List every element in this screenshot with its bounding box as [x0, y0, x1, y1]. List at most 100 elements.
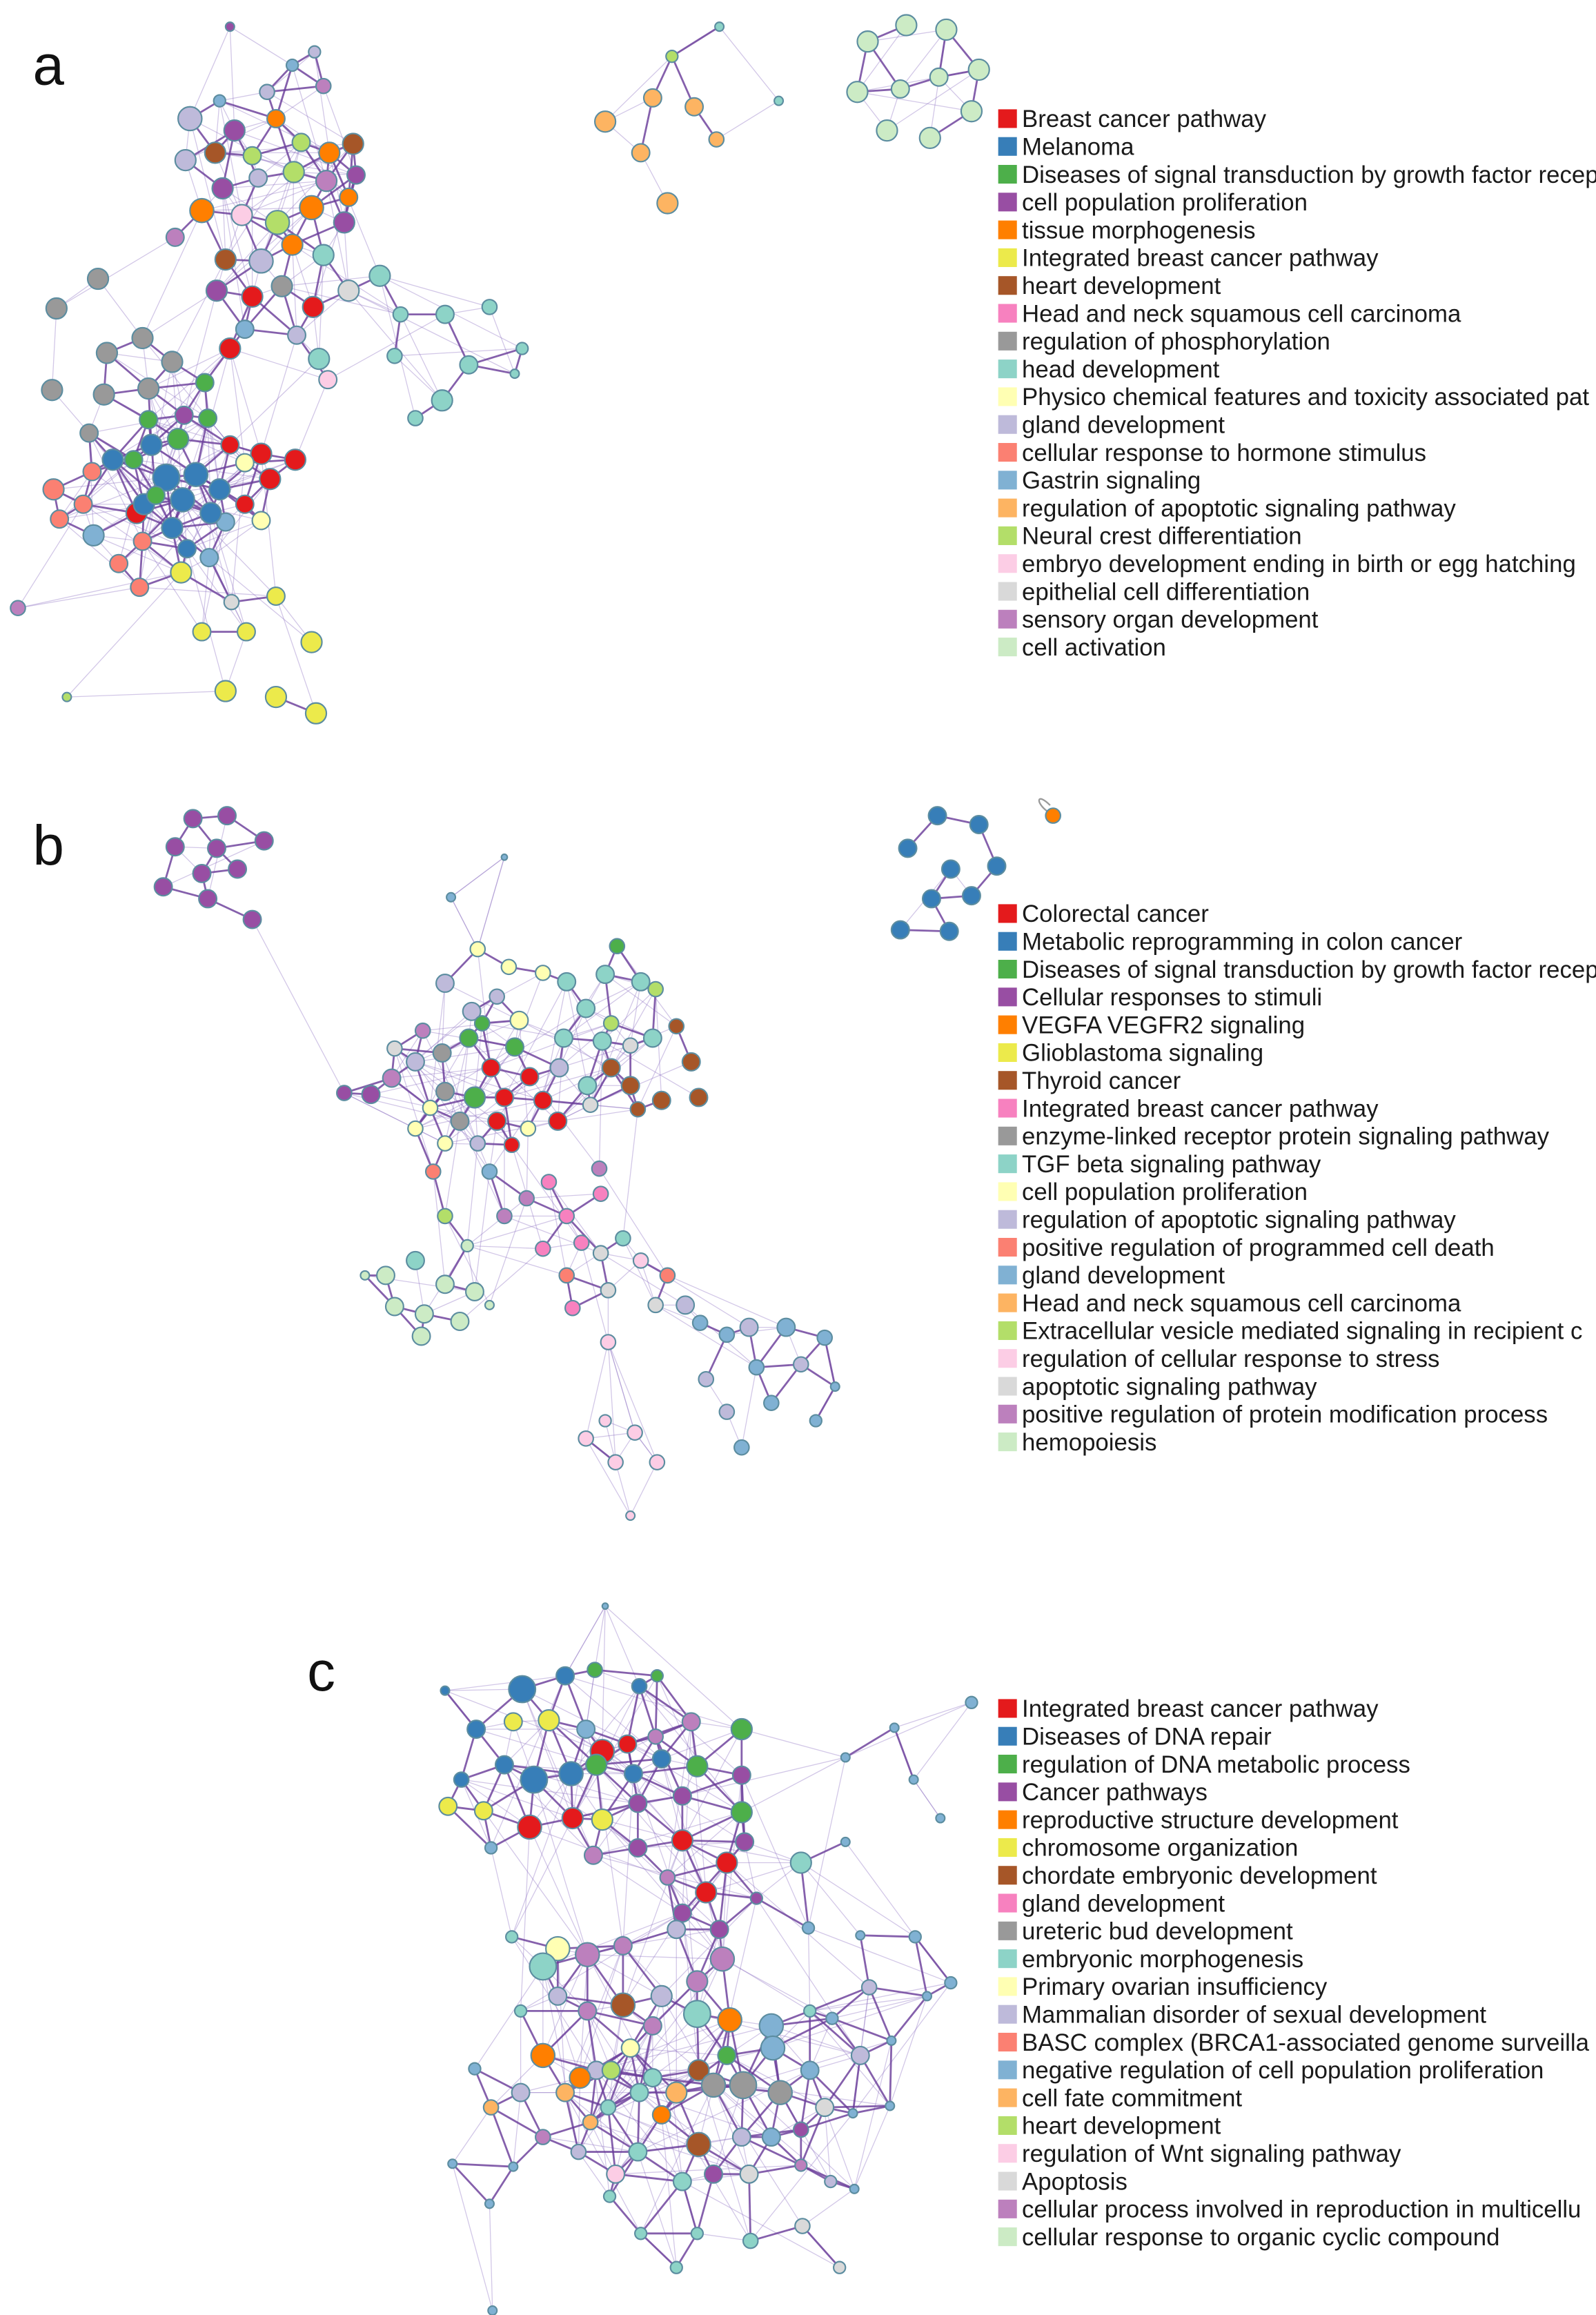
network-node: [304, 702, 328, 725]
network-node: [466, 1720, 486, 1740]
network-node: [165, 837, 185, 857]
network-node: [473, 1015, 491, 1032]
legend-item: Melanoma: [998, 133, 1134, 160]
legend-swatch: [998, 960, 1017, 979]
network-node: [717, 2007, 742, 2033]
network-edge: [461, 1779, 638, 1804]
network-edge: [442, 983, 446, 1054]
network-node: [10, 600, 26, 617]
legend-label: gland development: [1022, 1262, 1225, 1289]
network-edge: [564, 1675, 662, 1760]
network-node: [520, 1765, 549, 1794]
network-node: [939, 921, 959, 941]
network-edge: [415, 1011, 473, 1063]
network-node: [576, 998, 596, 1018]
network-edge: [542, 1954, 588, 2056]
network-node: [535, 1240, 551, 1257]
network-edge: [697, 2233, 751, 2242]
network-node: [469, 1135, 486, 1152]
network-node: [132, 531, 152, 551]
network-edge: [750, 2113, 854, 2241]
network-edge: [210, 513, 247, 632]
network-node: [607, 1454, 624, 1470]
network-node: [890, 920, 910, 940]
network-node: [969, 815, 989, 834]
network-node: [237, 622, 256, 642]
legend-swatch: [998, 2088, 1017, 2107]
network-node: [850, 2045, 870, 2065]
network-node: [647, 1728, 664, 1745]
network-node: [368, 264, 391, 287]
network-node: [553, 1028, 573, 1048]
network-edge: [741, 1757, 846, 1813]
network-node: [847, 2108, 858, 2119]
network-node: [41, 379, 63, 402]
legend-label: regulation of cellular response to stres…: [1022, 1346, 1439, 1372]
network-edge: [142, 290, 217, 339]
network-node: [767, 2080, 793, 2105]
network-edge: [451, 856, 505, 898]
legend-label: BASC complex (BRCA1-associated genome su…: [1022, 2029, 1590, 2056]
legend-swatch: [998, 582, 1017, 601]
network-node: [665, 2081, 688, 2104]
legend-label: Integrated breast cancer pathway: [1022, 1695, 1379, 1722]
network-edge: [542, 2121, 591, 2138]
network-edge: [654, 1675, 658, 1737]
network-edge: [229, 358, 319, 446]
network-node: [464, 1282, 484, 1301]
network-edge: [598, 1168, 668, 1276]
legend-item: TGF beta signaling pathway: [998, 1151, 1321, 1178]
legend-swatch: [998, 331, 1017, 351]
network-edge: [602, 1819, 683, 1913]
legend-item: Neural crest differentiation: [998, 523, 1302, 550]
network-node: [438, 1796, 458, 1816]
network-node: [124, 450, 144, 470]
network-node: [337, 279, 360, 302]
network-edge: [893, 1727, 915, 1780]
network-edge: [845, 1702, 972, 1758]
network-edge: [578, 2078, 581, 2152]
legend-swatch: [998, 1726, 1017, 1746]
network-node: [690, 2227, 705, 2240]
network-node: [667, 1920, 687, 1940]
legend-item: Cancer pathways: [998, 1779, 1208, 1806]
network-node: [264, 686, 288, 709]
network-node: [729, 2071, 758, 2100]
network-edge: [802, 2188, 855, 2227]
legend-swatch: [998, 1977, 1017, 1996]
network-edge: [444, 1690, 603, 1752]
network-edge: [327, 314, 446, 380]
network-node: [318, 370, 338, 390]
network-edge: [533, 1779, 638, 1849]
legend-label: cell population proliferation: [1022, 189, 1308, 216]
network-edge: [477, 857, 505, 949]
network-node: [650, 1668, 664, 1683]
network-edge: [807, 1928, 811, 2011]
network-edge: [566, 981, 588, 1086]
network-node: [647, 981, 664, 998]
network-node: [509, 368, 520, 380]
network-node: [610, 1992, 636, 2018]
legend-swatch: [998, 1432, 1017, 1452]
legend-item: apoptotic signaling pathway: [998, 1373, 1317, 1400]
network-node: [704, 2164, 723, 2184]
network-node: [219, 337, 242, 360]
network-edge: [482, 1023, 564, 1039]
network-node: [406, 1250, 425, 1270]
network-edge: [548, 1181, 602, 1254]
network-edge: [527, 1038, 564, 1129]
network-edge: [557, 1038, 564, 1121]
network-edge: [148, 348, 230, 389]
network-node: [698, 1370, 715, 1388]
network-node: [211, 177, 234, 200]
network-node: [299, 195, 324, 221]
network-edge: [808, 1927, 952, 1984]
network-node: [414, 1022, 431, 1039]
legend-swatch: [998, 109, 1017, 128]
network-edge: [615, 1462, 631, 1516]
legend-item: Integrated breast cancer pathway: [998, 245, 1379, 272]
network-node: [570, 2143, 587, 2160]
legend-swatch: [998, 1921, 1017, 1940]
network-node: [192, 863, 212, 883]
network-edge: [314, 52, 330, 153]
